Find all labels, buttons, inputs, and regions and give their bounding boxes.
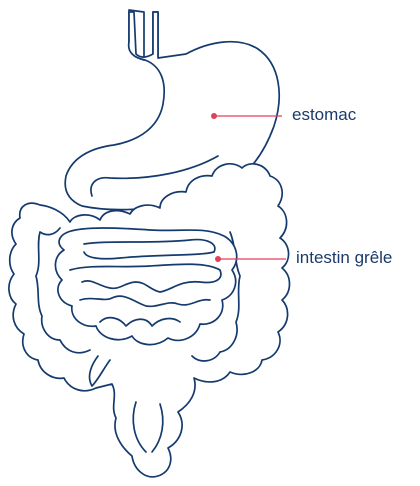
stomach-leader-dot [211,113,217,119]
small-intestine-label: intestin grêle [296,248,392,268]
small-intestine-leader-dot [215,256,221,262]
stomach-label: estomac [292,105,356,125]
